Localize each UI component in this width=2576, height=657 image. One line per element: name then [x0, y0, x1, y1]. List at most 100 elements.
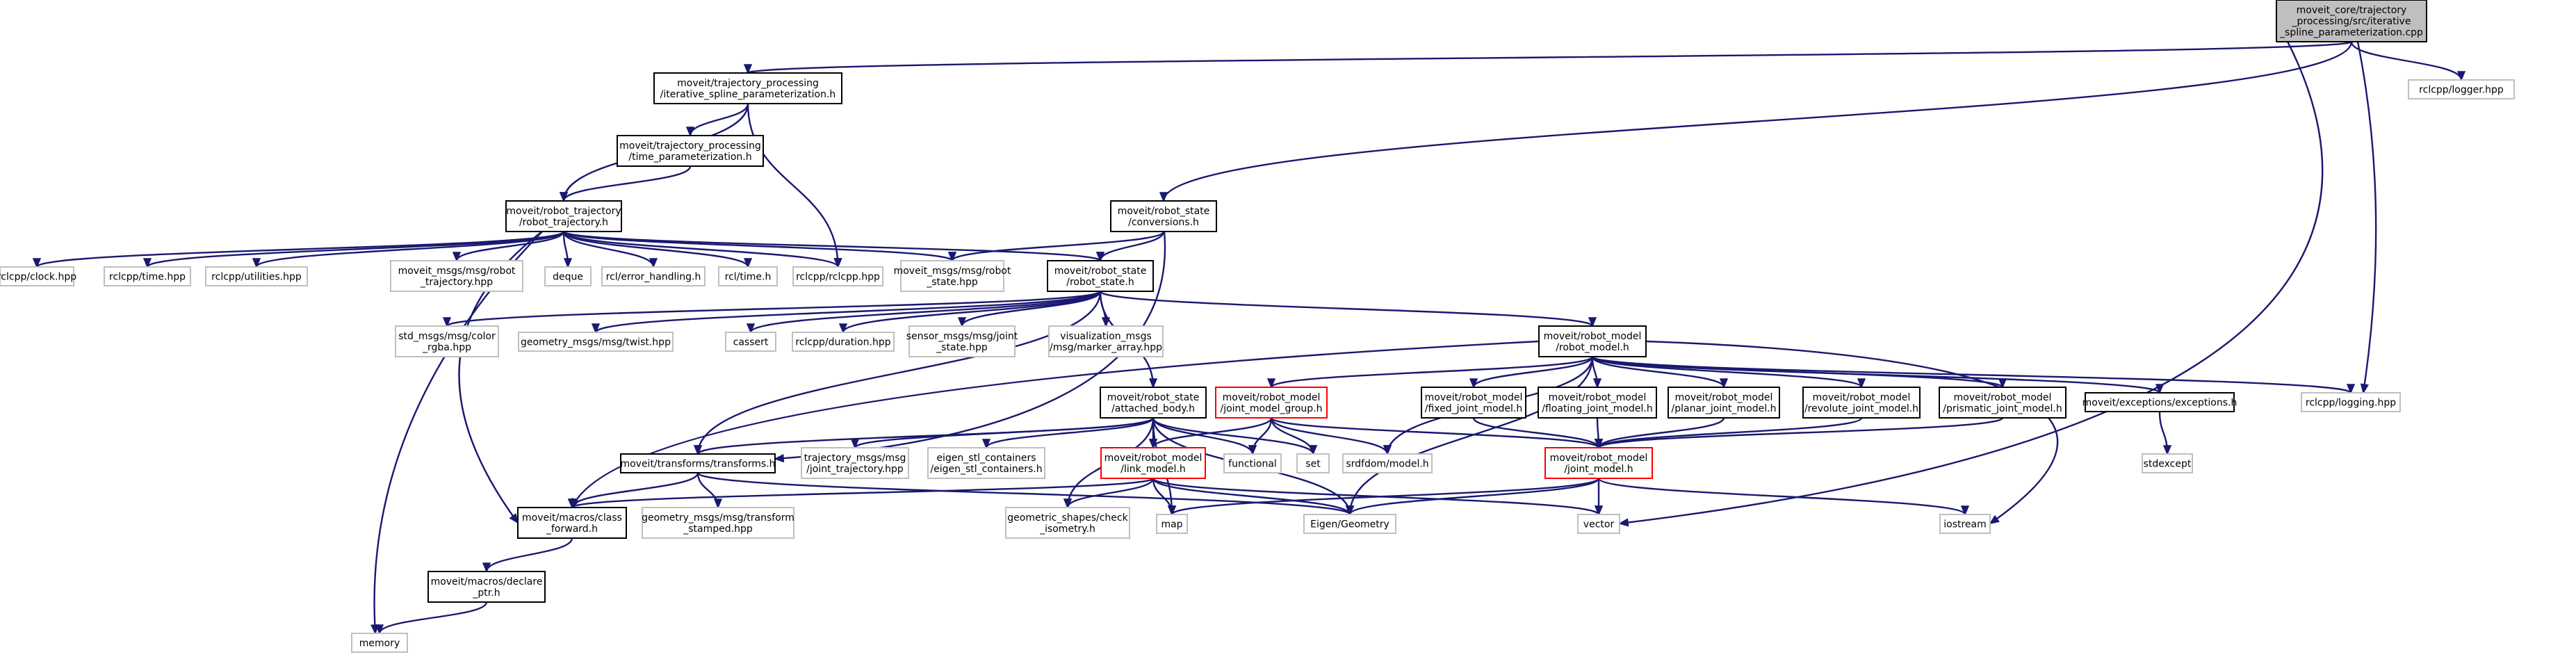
node-root[interactable]: moveit_core/trajectory_processing/src/it… — [2276, 0, 2427, 42]
node-box — [620, 453, 776, 473]
node-rcl-err: rcl/error_handling.h — [601, 266, 706, 286]
edge-jmg_h-to-srdf — [1270, 417, 1392, 455]
edge-conv_h-to-msg_rs — [947, 230, 1165, 262]
node-tp-h[interactable]: moveit/trajectory_processing/time_parame… — [617, 135, 764, 167]
edge-rs_h-to-color — [442, 290, 1102, 327]
node-conv-h[interactable]: moveit/robot_state/conversions.h — [1110, 200, 1217, 232]
node-exc[interactable]: moveit/exceptions/exceptions.h — [2082, 392, 2237, 412]
node-dp-h[interactable]: moveit/macros/declare_ptr.h — [427, 571, 546, 603]
node-label-line: stdexcept — [2144, 459, 2192, 470]
node-lm-h[interactable]: moveit/robot_model/link_model.h — [1100, 447, 1206, 479]
node-prjm[interactable]: moveit/robot_model/prismatic_joint_model… — [1939, 387, 2066, 419]
node-deque: deque — [544, 266, 592, 286]
node-box — [801, 447, 909, 479]
edge-jm_h-to-eigen_geo — [1345, 478, 1600, 516]
node-label-line: moveit_msgs/msg/robot — [398, 266, 516, 277]
node-box — [1110, 200, 1217, 232]
node-label-line: moveit/exceptions/exceptions.h — [2082, 398, 2237, 409]
edge-lm_h-to-geo_check — [1063, 478, 1155, 509]
node-box — [1005, 507, 1130, 539]
node-label-line: moveit/robot_model — [1675, 392, 1773, 403]
edge-tp_h-to-rt_h — [559, 165, 692, 202]
node-label-line: moveit/transforms/transforms.h — [620, 459, 775, 470]
node-jm-h[interactable]: moveit/robot_model/joint_model.h — [1544, 447, 1653, 479]
node-label-line: cassert — [733, 337, 769, 348]
edge-root-to-isp_h — [743, 40, 2353, 74]
node-label-line: /msg/marker_array.hpp — [1050, 342, 1162, 353]
node-label-line: moveit/robot_model — [1549, 392, 1647, 403]
node-fjm[interactable]: moveit/robot_model/fixed_joint_model.h — [1421, 387, 1526, 419]
node-pjm[interactable]: moveit/robot_model/planar_joint_model.h — [1668, 387, 1780, 419]
node-label-line: sensor_msgs/msg/joint — [906, 331, 1018, 342]
node-box — [1223, 453, 1282, 473]
edge-rs_h-to-marker — [1099, 291, 1111, 327]
edge-rm_h-to-pjm — [1591, 356, 1729, 389]
node-label-line: moveit_msgs/msg/robot — [894, 266, 1011, 277]
node-label-line: visualization_msgs — [1060, 331, 1152, 342]
node-ab-h[interactable]: moveit/robot_state/attached_body.h — [1100, 387, 1207, 419]
edge-rt_h-to-time_hpp — [142, 230, 565, 268]
node-label-line: _forward.h — [546, 524, 598, 535]
node-label-line: moveit/robot_model — [1425, 392, 1523, 403]
node-time-hpp: rclcpp/time.hpp — [104, 266, 191, 286]
node-set: set — [1296, 453, 1330, 473]
node-rs-h[interactable]: moveit/robot_state/robot_state.h — [1047, 260, 1154, 292]
node-label-line: memory — [359, 638, 400, 649]
node-color: std_msgs/msg/color_rgba.hpp — [395, 325, 499, 357]
edge-jm_h-to-vector — [1594, 478, 1604, 516]
node-rjm[interactable]: moveit/robot_model/revolute_joint_model.… — [1802, 387, 1921, 419]
node-rm-h[interactable]: moveit/robot_model/robot_model.h — [1538, 325, 1647, 357]
edge-transforms-to-cf_h — [567, 472, 699, 509]
edge-rt_h-to-msg_rt — [452, 231, 565, 262]
node-label-line: deque — [553, 272, 583, 283]
node-label-line: _state.hpp — [926, 277, 978, 288]
node-label-line: /planar_joint_model.h — [1672, 403, 1777, 414]
node-label-line: rclcpp/utilities.hpp — [211, 272, 302, 283]
edge-conv_h-to-rs_h — [1095, 231, 1165, 262]
node-flm[interactable]: moveit/robot_model/floating_joint_model.… — [1538, 387, 1657, 419]
node-label-line: /joint_model.h — [1564, 464, 1633, 475]
node-label-line: _ptr.h — [472, 587, 500, 599]
edge-root-to-conv_h — [1159, 41, 2353, 202]
node-jmg-h[interactable]: moveit/robot_model/joint_model_group.h — [1215, 387, 1328, 419]
node-isp-h[interactable]: moveit/trajectory_processing/iterative_s… — [653, 72, 842, 104]
node-box — [2142, 453, 2193, 473]
edge-ab_h-to-eigen_stl — [981, 417, 1155, 449]
node-msg-rt: moveit_msgs/msg/robot_trajectory.hpp — [390, 260, 523, 292]
edge-rs_h-to-cassert — [746, 291, 1102, 334]
node-box — [1215, 387, 1328, 419]
edge-isp_h-to-rclcpp — [747, 103, 842, 268]
edge-rt_h-to-rcl_time — [562, 231, 753, 268]
node-label-line: /robot_model.h — [1556, 342, 1629, 353]
node-box — [1421, 387, 1526, 419]
edge-root-to-vector — [1618, 20, 2324, 527]
node-label-line: /conversions.h — [1128, 217, 1199, 228]
node-msg-rs: moveit_msgs/msg/robot_state.hpp — [894, 260, 1011, 292]
node-box — [0, 266, 74, 286]
node-label-line: /fixed_joint_model.h — [1425, 403, 1523, 414]
node-box — [427, 571, 546, 603]
node-box — [2408, 79, 2515, 99]
node-transforms[interactable]: moveit/transforms/transforms.h — [620, 453, 776, 473]
node-tstamped: geometry_msgs/msg/transform_stamped.hpp — [642, 507, 794, 539]
edge-ab_h-to-transforms — [693, 416, 1155, 455]
node-label-line: /time_parameterization.h — [628, 152, 751, 163]
node-box — [544, 266, 592, 286]
node-box — [2085, 392, 2235, 412]
node-box — [927, 447, 1045, 479]
node-box — [205, 266, 308, 286]
node-rcl-time: rcl/time.h — [718, 266, 778, 286]
node-rclcpp: rclcpp/rclcpp.hpp — [792, 266, 883, 286]
edge-dp_h-to-memory — [375, 601, 488, 635]
node-box — [792, 332, 895, 352]
node-label-line: rcl/error_handling.h — [606, 272, 701, 283]
node-geo-check: geometric_shapes/check_isometry.h — [1005, 507, 1130, 539]
node-label-line: geometry_msgs/msg/twist.hpp — [521, 337, 671, 348]
edge-ab_h-to-jtraj — [850, 416, 1155, 449]
node-label-line: rclcpp/rclcpp.hpp — [796, 272, 880, 283]
node-label-line: moveit/trajectory_processing — [677, 78, 819, 89]
node-cf-h[interactable]: moveit/macros/class_forward.h — [517, 507, 627, 539]
node-label-line: vector — [1583, 519, 1615, 530]
node-label-line: srdfdom/model.h — [1346, 459, 1428, 470]
node-rt-h[interactable]: moveit/robot_trajectory/robot_trajectory… — [505, 200, 622, 232]
